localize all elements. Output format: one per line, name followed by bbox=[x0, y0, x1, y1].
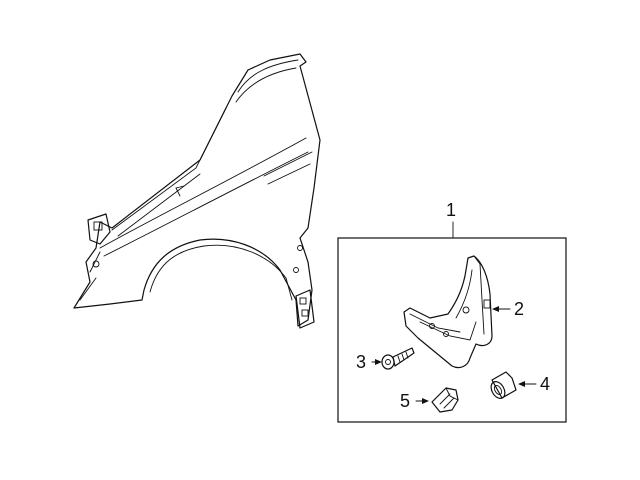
callout-4: 4 bbox=[540, 374, 550, 394]
assembly-box bbox=[337, 237, 567, 423]
callout-1: 1 bbox=[446, 200, 456, 220]
mud-flap-illustration bbox=[403, 255, 493, 369]
callout-3-arrowhead bbox=[375, 359, 382, 365]
callout-5: 5 bbox=[400, 391, 410, 411]
callout-2: 2 bbox=[514, 299, 524, 319]
callout-5-arrowhead bbox=[422, 398, 429, 404]
clip-illustration bbox=[431, 387, 459, 413]
callout-2-arrowhead bbox=[492, 306, 499, 312]
callout-3: 3 bbox=[356, 352, 366, 372]
grommet-illustration bbox=[490, 371, 517, 399]
callout-4-arrowhead bbox=[518, 381, 525, 387]
screw-illustration bbox=[381, 347, 415, 370]
fender-illustration bbox=[73, 53, 321, 329]
